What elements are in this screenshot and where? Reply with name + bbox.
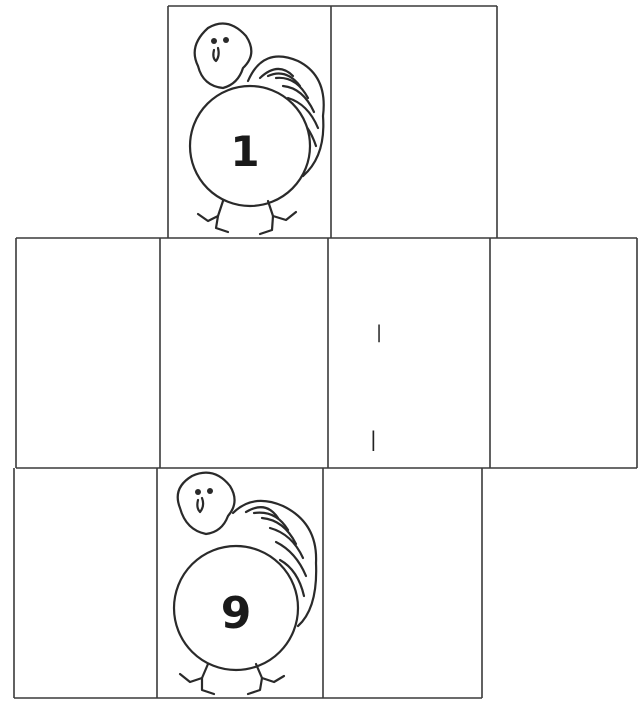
turkey-top-icon: 1 bbox=[190, 24, 324, 235]
top-turkey-number: 1 bbox=[230, 127, 259, 176]
turkey-bottom-icon: 9 bbox=[174, 473, 316, 694]
cell-mark-upper: | bbox=[376, 322, 382, 343]
cell-mark-lower: | bbox=[370, 427, 377, 451]
bottom-turkey-number: 9 bbox=[221, 588, 252, 639]
grid-lines bbox=[14, 6, 637, 698]
